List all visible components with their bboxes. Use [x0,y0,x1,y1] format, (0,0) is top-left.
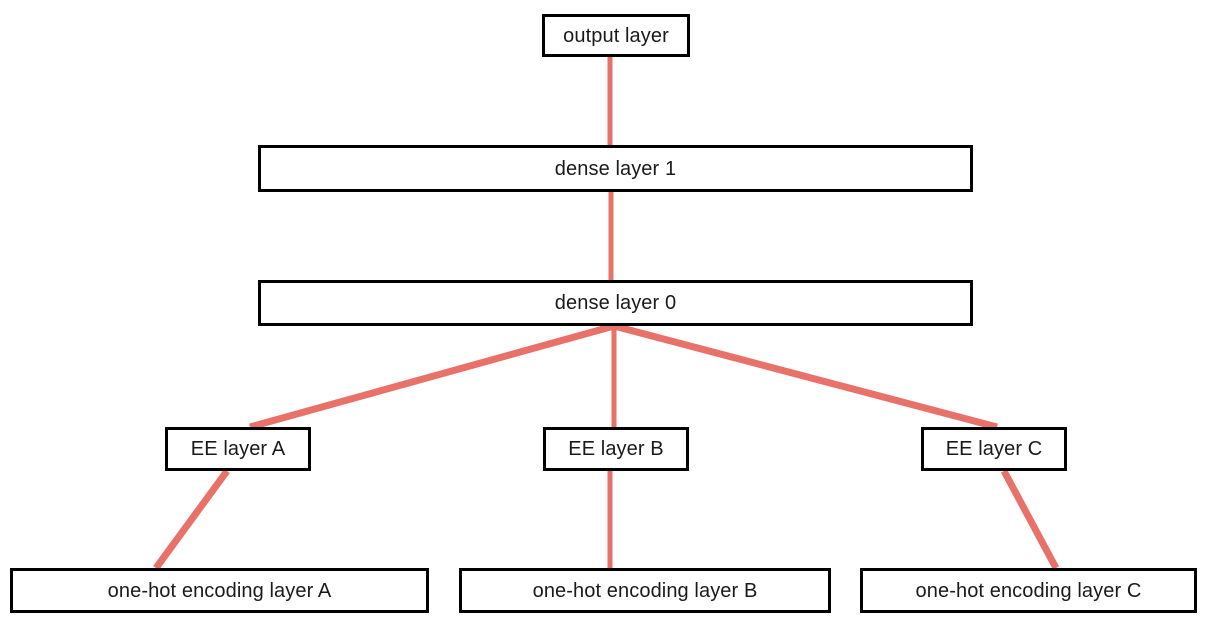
node-label-ee-layer-b: EE layer B [568,438,664,460]
node-ee-layer-a[interactable]: EE layer A [165,427,311,471]
node-one-hot-encoding-layer-a[interactable]: one-hot encoding layer A [10,568,429,613]
edge-ee-c-onehot-c [1000,469,1060,570]
node-dense-layer-0[interactable]: dense layer 0 [258,280,973,326]
edge-ee-a-onehot-a [153,468,230,571]
node-label-dense-layer-0: dense layer 0 [554,292,677,314]
node-ee-layer-b[interactable]: EE layer B [543,427,689,471]
node-output-layer[interactable]: output layer [542,14,690,57]
node-label-one-hot-encoding-layer-a: one-hot encoding layer A [107,579,332,602]
node-label-ee-layer-c: EE layer C [945,438,1043,460]
node-dense-layer-1[interactable]: dense layer 1 [258,145,973,192]
node-ee-layer-c[interactable]: EE layer C [921,427,1067,471]
edge-dense0-ee-c [613,322,998,431]
edge-dense0-ee-a [249,322,615,431]
node-label-one-hot-encoding-layer-b: one-hot encoding layer B [532,579,758,602]
node-label-ee-layer-a: EE layer A [190,438,286,460]
node-label-dense-layer-1: dense layer 1 [554,157,677,180]
node-label-output-layer: output layer [563,24,669,47]
node-label-one-hot-encoding-layer-c: one-hot encoding layer C [915,579,1142,602]
node-one-hot-encoding-layer-b[interactable]: one-hot encoding layer B [459,568,831,613]
node-one-hot-encoding-layer-c[interactable]: one-hot encoding layer C [860,568,1197,613]
